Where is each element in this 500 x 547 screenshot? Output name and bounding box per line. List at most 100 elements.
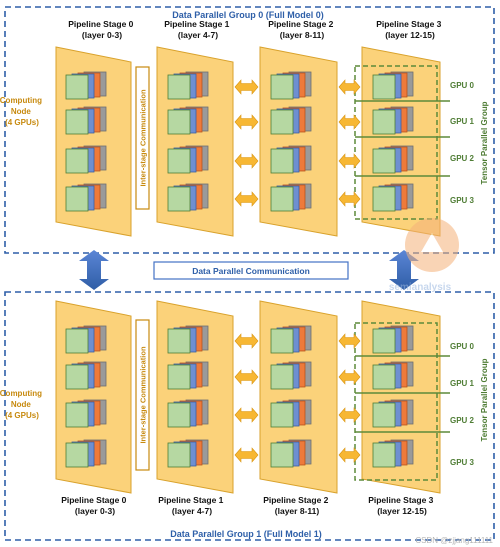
gpu-stack-stage-0-gpu-3: [65, 183, 107, 212]
group-1-title: Data Parallel Group 1 (Full Model 1): [170, 529, 322, 539]
gpu-2-label: GPU 2: [450, 416, 475, 425]
group-0-title: Data Parallel Group 0 (Full Model 0): [172, 10, 324, 20]
stage-comm-arrow: [338, 191, 361, 207]
group-0-border: [4, 6, 495, 254]
group-1-gpu-stacks: [65, 325, 450, 468]
dp-comm-box: [153, 261, 349, 280]
stage-1-label: Pipeline Stage 1 (layer 4-7): [164, 19, 232, 40]
gpu-stack-stage-0-gpu-3: [65, 439, 107, 468]
stage-comm-arrow: [234, 447, 259, 463]
gpu-stack-stage-3-gpu-2: [372, 145, 414, 174]
gpu-stack-stage-3-gpu-3: [372, 439, 414, 468]
gpu-stack-stage-0-gpu-2: [65, 399, 107, 428]
stage-comm-arrow: [338, 369, 361, 385]
stage-3-label: Pipeline Stage 3 (layer 12-15): [368, 495, 436, 516]
gpu-3-label: GPU 3: [450, 196, 475, 205]
stage-0-label: Pipeline Stage 0 (layer 0-3): [68, 19, 136, 40]
gpu-stack-stage-2-gpu-0: [270, 325, 312, 354]
stage-comm-arrow: [338, 79, 361, 95]
gpu-layer-green: [270, 186, 294, 212]
stage-3-label: Pipeline Stage 3 (layer 12-15): [376, 19, 444, 40]
stage-comm-arrow: [338, 447, 361, 463]
tensor-parallel-label: Tensor Parallel Group: [480, 101, 489, 184]
gpu-layer-green: [372, 364, 396, 390]
gpu-layer-green: [270, 109, 294, 135]
stage-comm-arrow: [234, 114, 259, 130]
semianalysis-watermark: semianalysis: [389, 218, 459, 293]
stage-comm-arrow: [234, 153, 259, 169]
gpu-stack-stage-1-gpu-0: [167, 325, 209, 354]
gpu-layer-green: [270, 442, 294, 468]
gpu-stack-stage-0-gpu-1: [65, 106, 107, 135]
stage-comm-arrow: [338, 114, 361, 130]
stage-1-label: Pipeline Stage 1 (layer 4-7): [158, 495, 226, 516]
gpu-stack-stage-2-gpu-3: [270, 439, 312, 468]
stage-2-label: Pipeline Stage 2 (layer 8-11): [263, 495, 331, 516]
gpu-layer-green: [372, 74, 396, 100]
gpu-layer-green: [65, 364, 89, 390]
gpu-2-label: GPU 2: [450, 154, 475, 163]
gpu-layer-green: [372, 402, 396, 428]
gpu-stack-stage-1-gpu-3: [167, 183, 209, 212]
group-0-gpu-stacks: [65, 71, 450, 212]
stage-comm-arrow: [234, 369, 259, 385]
tensor-parallel-group-box: [354, 65, 438, 220]
gpu-layer-green: [270, 74, 294, 100]
gpu-layer-green: [167, 109, 191, 135]
stage-comm-arrow: [338, 333, 361, 349]
semianalysis-logo-mark: [421, 233, 443, 252]
inter-stage-comm-box: [135, 66, 150, 210]
gpu-stack-stage-2-gpu-0: [270, 71, 312, 100]
gpu-layer-green: [65, 328, 89, 354]
gpu-layer-green: [270, 328, 294, 354]
gpu-stack-stage-1-gpu-0: [167, 71, 209, 100]
credit-watermark: CSDN @zjjang111111: [415, 536, 493, 545]
gpu-layer-green: [270, 402, 294, 428]
dp-comm-arrow-left: [79, 250, 109, 290]
stage-comm-arrow: [338, 153, 361, 169]
data-parallel-group-0: Data Parallel Group 0 (Full Model 0) Pip…: [0, 6, 495, 254]
stage-comm-arrow: [234, 191, 259, 207]
data-parallel-group-1: Data Parallel Group 1 (Full Model 1) Com…: [0, 291, 495, 541]
data-parallel-communication: Data Parallel Communication: [79, 250, 419, 290]
gpu-stack-stage-3-gpu-0: [372, 325, 414, 354]
gpu-layer-green: [167, 186, 191, 212]
gpu-layer-green: [372, 328, 396, 354]
gpu-0-label: GPU 0: [450, 342, 475, 351]
stage-0-label: Pipeline Stage 0 (layer 0-3): [61, 495, 129, 516]
inter-stage-comm-label: Inter-stage Communication: [139, 89, 148, 187]
gpu-stack-stage-2-gpu-2: [270, 145, 312, 174]
inter-stage-comm-box: [135, 319, 150, 471]
gpu-stack-stage-3-gpu-1: [372, 106, 414, 135]
gpu-layer-green: [167, 402, 191, 428]
gpu-stack-stage-0-gpu-2: [65, 145, 107, 174]
gpu-stack-stage-2-gpu-2: [270, 399, 312, 428]
gpu-layer-green: [65, 109, 89, 135]
gpu-stack-stage-0-gpu-1: [65, 361, 107, 390]
gpu-stack-stage-2-gpu-1: [270, 361, 312, 390]
group-0-stage-arrows: [234, 79, 361, 207]
gpu-layer-green: [270, 364, 294, 390]
gpu-1-label: GPU 1: [450, 379, 475, 388]
stage-2-label: Pipeline Stage 2 (layer 8-11): [268, 19, 336, 40]
gpu-layer-green: [65, 74, 89, 100]
gpu-stack-stage-3-gpu-0: [372, 71, 414, 100]
gpu-layer-green: [65, 186, 89, 212]
gpu-stack-stage-1-gpu-2: [167, 399, 209, 428]
stage-comm-arrow: [338, 407, 361, 423]
gpu-layer-green: [65, 442, 89, 468]
gpu-layer-green: [167, 74, 191, 100]
computing-node-label: Computing Node (4 GPUs): [0, 96, 44, 127]
gpu-layer-green: [167, 442, 191, 468]
gpu-layer-green: [372, 148, 396, 174]
gpu-layer-green: [65, 402, 89, 428]
gpu-3-label: GPU 3: [450, 458, 475, 467]
gpu-1-label: GPU 1: [450, 117, 475, 126]
gpu-stack-stage-1-gpu-1: [167, 361, 209, 390]
gpu-layer-green: [167, 148, 191, 174]
stage-comm-arrow: [234, 79, 259, 95]
tensor-parallel-label: Tensor Parallel Group: [480, 358, 489, 441]
gpu-layer-green: [167, 328, 191, 354]
gpu-stack-stage-3-gpu-3: [372, 183, 414, 212]
